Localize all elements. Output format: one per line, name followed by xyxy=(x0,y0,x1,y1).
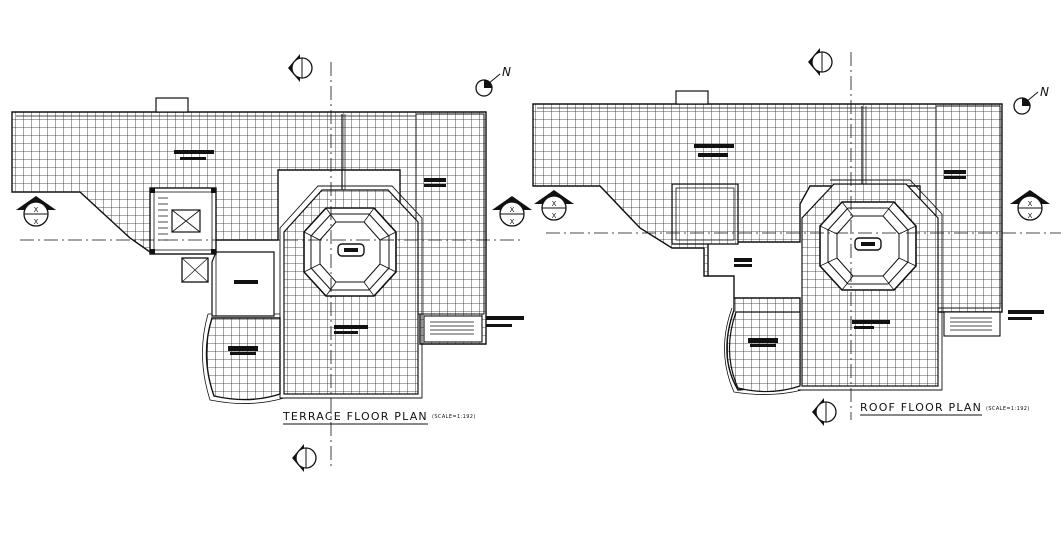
terrace-floor-plan: X X X X N TERRACE FLOOR PLAN xyxy=(11,54,532,472)
roof-floor-plan: X X X X N ROOF FLOOR PLAN (SCALE xyxy=(532,48,1061,426)
roof-section-marker-bottom xyxy=(812,398,837,426)
roof-room-labels xyxy=(694,144,966,347)
roof-curved-balcony xyxy=(728,311,801,393)
terrace-axis-lines xyxy=(20,62,520,470)
roof-plan-scale: (SCALE=1:192) xyxy=(986,406,1030,412)
terrace-plan-title: TERRACE FLOOR PLAN xyxy=(282,410,428,423)
roof-section-marker-left: X X xyxy=(534,190,574,221)
terrace-north-arrow-icon: N xyxy=(475,65,511,97)
terrace-service-stair xyxy=(423,315,524,343)
roof-parapet-box xyxy=(675,90,709,105)
terrace-section-marker-bottom xyxy=(292,444,317,472)
section-mark-label: X xyxy=(510,218,515,226)
section-mark-label: X xyxy=(1028,212,1033,220)
section-mark-label: X xyxy=(34,206,39,214)
roof-section-marker-top xyxy=(808,48,833,76)
terrace-gazebo xyxy=(303,207,397,297)
section-mark-label: X xyxy=(552,212,557,220)
terrace-parapet-box xyxy=(155,97,189,113)
roof-main-deck xyxy=(532,103,1003,391)
section-mark-label: X xyxy=(510,206,515,214)
roof-light-well xyxy=(671,183,739,245)
section-mark-label: X xyxy=(34,218,39,226)
terrace-staircase xyxy=(149,187,217,255)
terrace-room-labels xyxy=(174,150,446,355)
terrace-plan-scale: (SCALE=1:192) xyxy=(432,414,476,420)
roof-section-marker-right: X X xyxy=(1010,190,1050,221)
terrace-main-deck xyxy=(11,111,487,345)
roof-axis-lines xyxy=(546,52,1061,420)
roof-gazebo xyxy=(819,201,917,291)
roof-north-arrow-icon: N xyxy=(1013,85,1049,115)
north-label: N xyxy=(1040,85,1049,99)
terrace-curved-balcony xyxy=(205,317,281,401)
roof-right-wing xyxy=(935,105,1001,309)
section-mark-label: X xyxy=(1028,200,1033,208)
north-label: N xyxy=(502,65,511,79)
terrace-section-marker-top xyxy=(288,54,313,82)
terrace-section-marker-left: X X xyxy=(16,196,56,227)
section-mark-label: X xyxy=(552,200,557,208)
terrace-right-wing xyxy=(415,113,485,315)
roof-service-stair xyxy=(943,310,1044,337)
roof-plan-title: ROOF FLOOR PLAN xyxy=(860,401,982,414)
terrace-section-marker-right: X X xyxy=(492,196,532,227)
